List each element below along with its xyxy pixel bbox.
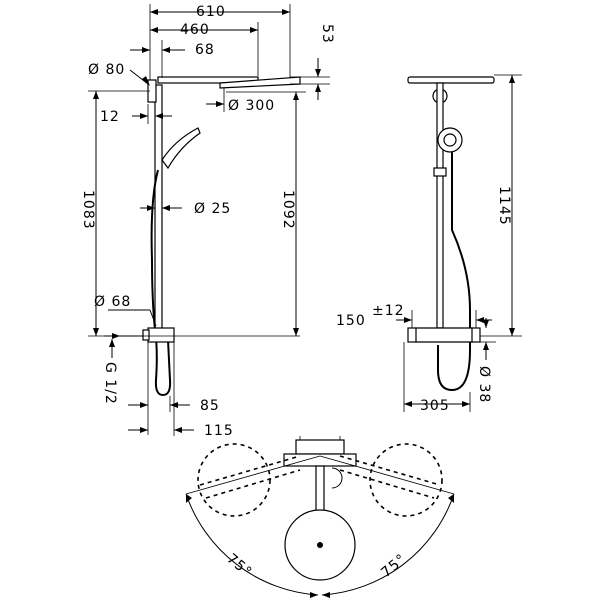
dim-dia-25: Ø 25 [194,201,231,217]
thermostat-body [147,327,175,343]
top-hand-shower [331,467,343,489]
front-slider [433,167,447,177]
top-wall-mount [283,453,357,467]
dim-460: 460 [180,22,210,38]
dim-thread: G 1/2 [102,362,118,405]
dim-68-top: 68 [195,42,215,58]
dim-1092: 1092 [280,190,296,230]
hand-shower [161,127,201,170]
dim-1083: 1083 [80,190,96,230]
dim-115: 115 [204,423,234,439]
front-hose [437,152,471,392]
angle-arc-right [321,493,455,596]
dim-dia-68: Ø 68 [94,294,131,310]
riser-pipe [154,84,163,336]
dim-dia-80: Ø 80 [88,62,125,78]
dim-dia-38: Ø 38 [476,366,492,403]
angle-right-label: 75° [378,551,410,581]
front-view: 1145 150 ±12 Ø 38 305 [336,74,522,414]
wall-connector [142,329,150,341]
dim-53: 53 [319,24,335,44]
shower-hose [150,169,172,397]
front-overhead-shower [407,76,495,84]
front-handle-left [407,327,417,343]
front-hand-shower-inner [443,133,457,147]
dim-85: 85 [200,398,220,414]
front-thermostat [411,327,477,343]
top-rotated-right [369,443,443,517]
angle-left-label: 75° [223,551,255,581]
top-view: 75° 75° [185,436,455,598]
side-view: 610 460 68 Ø 80 Ø 300 53 [80,4,335,439]
dim-tolerance-12: ±12 [372,303,405,319]
dim-1145: 1145 [496,186,512,226]
front-handle-right [471,327,481,343]
top-rotated-left [197,443,271,517]
angle-arc-left [185,493,319,596]
top-thermostat [295,439,345,455]
dim-610: 610 [196,4,226,20]
dim-dia-300: Ø 300 [228,98,275,114]
dim-12: 12 [100,109,120,125]
top-overhead-center [317,542,323,548]
front-riser-pipe [436,82,444,329]
dim-150: 150 [336,313,366,329]
dim-305: 305 [420,398,450,414]
